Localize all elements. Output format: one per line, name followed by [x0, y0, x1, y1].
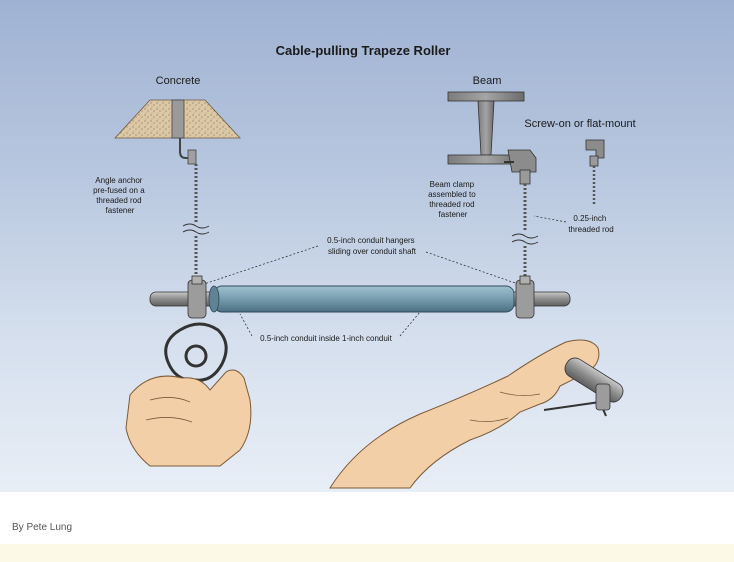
- anchor-note-line-3: threaded rod: [96, 196, 141, 205]
- hangers-note-line-2: sliding over conduit shaft: [328, 247, 417, 256]
- anchor-note-line-1: Angle anchor: [95, 176, 142, 185]
- beam-clamp-note-line-2: assembled to: [428, 190, 476, 199]
- threaded-rod-note-line-1: 0.25-inch: [573, 214, 606, 223]
- diagram-title: Cable-pulling Trapeze Roller: [276, 43, 451, 58]
- anchor-note: Angle anchor pre-fused on a threaded rod…: [93, 176, 147, 215]
- beam-clamp-note: Beam clamp assembled to threaded rod fas…: [428, 180, 478, 219]
- beam-clamp-note-line-4: fastener: [439, 210, 468, 219]
- outer-conduit-roller: [213, 285, 515, 313]
- threaded-rod-leader: [533, 215, 567, 223]
- concrete-anchor-hook: [179, 138, 192, 159]
- conduit-assembly: [149, 275, 571, 319]
- i-beam: [447, 91, 525, 165]
- diagram-svg: Cable-pulling Trapeze Roller Concrete An…: [93, 43, 636, 489]
- flat-mount-bracket: [585, 139, 605, 205]
- anchor-note-line-4: fastener: [106, 206, 135, 215]
- concrete-label: Concrete: [156, 75, 201, 87]
- beam-label: Beam: [473, 75, 502, 87]
- right-threaded-rod: [511, 184, 539, 282]
- conduit-leader-left: [239, 313, 253, 337]
- conduit-leader-right: [399, 311, 421, 337]
- diagram-figure: Cable-pulling Trapeze Roller Concrete An…: [0, 0, 734, 492]
- footer-strip: [0, 544, 734, 562]
- beam-clamp: [504, 149, 537, 185]
- hangers-note: 0.5-inch conduit hangers sliding over co…: [327, 236, 417, 256]
- left-hand-illustration: [125, 322, 252, 467]
- conduit-note: 0.5-inch conduit inside 1-inch conduit: [260, 334, 392, 343]
- roller-left-end: [208, 285, 220, 313]
- left-hanger: [187, 275, 207, 319]
- beam-clamp-note-line-3: threaded rod: [429, 200, 474, 209]
- threaded-rod-note-line-2: threaded rod: [568, 225, 613, 234]
- screw-on-label: Screw-on or flat-mount: [524, 118, 635, 130]
- hangers-note-line-1: 0.5-inch conduit hangers: [327, 236, 415, 245]
- anchor-note-line-2: pre-fused on a: [93, 186, 145, 195]
- right-hanger: [515, 275, 535, 319]
- caption-row: By Pete Lung: [0, 492, 734, 544]
- beam-clamp-note-line-1: Beam clamp: [430, 180, 475, 189]
- concrete-anchor-nut: [187, 149, 197, 165]
- left-threaded-rod: [182, 164, 210, 282]
- threaded-rod-note: 0.25-inch threaded rod: [568, 214, 613, 234]
- hangers-leader-left: [203, 245, 319, 285]
- photo-credit: By Pete Lung: [12, 522, 73, 533]
- right-hand-illustration: [329, 339, 624, 489]
- hangers-leader-right: [425, 251, 519, 285]
- concrete-anchor-insert: [171, 99, 185, 139]
